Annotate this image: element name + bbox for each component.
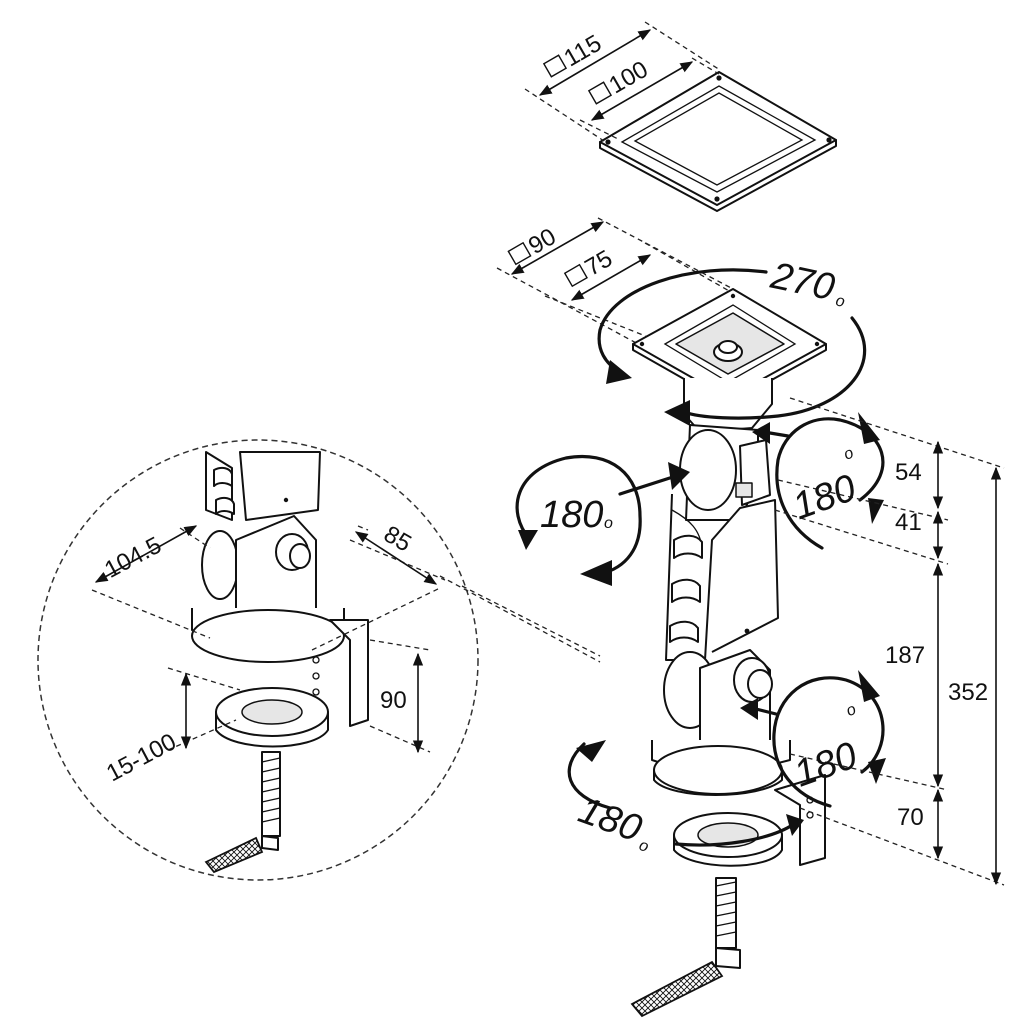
rotation-180-base-arrow (567, 740, 804, 847)
mount-upper-swivel (679, 378, 773, 521)
svg-text:o: o (842, 445, 856, 464)
rotation-180-left-arrow (515, 455, 690, 586)
dim-100-label: 100 (587, 56, 653, 105)
dim-70-label: 70 (897, 804, 924, 831)
detail-clamp-assembly (191, 451, 369, 874)
detail-callout (37, 439, 601, 881)
vesa-adapter-plate-large (599, 71, 837, 212)
svg-text:115: 115 (560, 30, 607, 73)
dim-15-100-label: 15-100 (102, 728, 181, 787)
angle-180-left-label: 180 o (540, 494, 613, 536)
svg-text:180: 180 (789, 734, 863, 795)
dim-41-label: 41 (895, 509, 922, 536)
dim-104-5-label: 104.5 (100, 532, 166, 584)
svg-text:o: o (604, 515, 613, 532)
height-dimension-lines (774, 397, 1005, 886)
detail-dimension-lines (91, 525, 446, 754)
mount-arm (665, 493, 779, 661)
rotation-180-right-upper-arrow (752, 412, 885, 550)
angle-270-label: 270 o (766, 255, 846, 311)
svg-text:o: o (844, 701, 858, 720)
plate-large-dimension-lines (524, 21, 721, 142)
svg-text:o: o (637, 837, 651, 856)
dim-352-label: 352 (948, 679, 988, 706)
angle-180-base-label: 180 o (573, 789, 651, 856)
svg-text:o: o (834, 292, 846, 310)
rotation-180-right-lower-arrow (740, 670, 886, 808)
dim-90-label: 90 (507, 223, 561, 266)
svg-text:100: 100 (605, 56, 653, 99)
dim-187-label: 187 (885, 642, 925, 669)
svg-text:180: 180 (540, 494, 603, 536)
dim-54-label: 54 (895, 459, 922, 486)
dim-85-label: 85 (379, 521, 416, 558)
svg-text:270: 270 (766, 255, 838, 309)
rotation-270-arrow (597, 268, 867, 426)
angle-180-right-lower-label: 180 o (789, 701, 863, 796)
dim-90-clamp-label: 90 (380, 687, 407, 714)
dim-75-label: 75 (563, 245, 617, 288)
svg-text:180: 180 (787, 467, 861, 528)
svg-text:180: 180 (573, 789, 647, 850)
